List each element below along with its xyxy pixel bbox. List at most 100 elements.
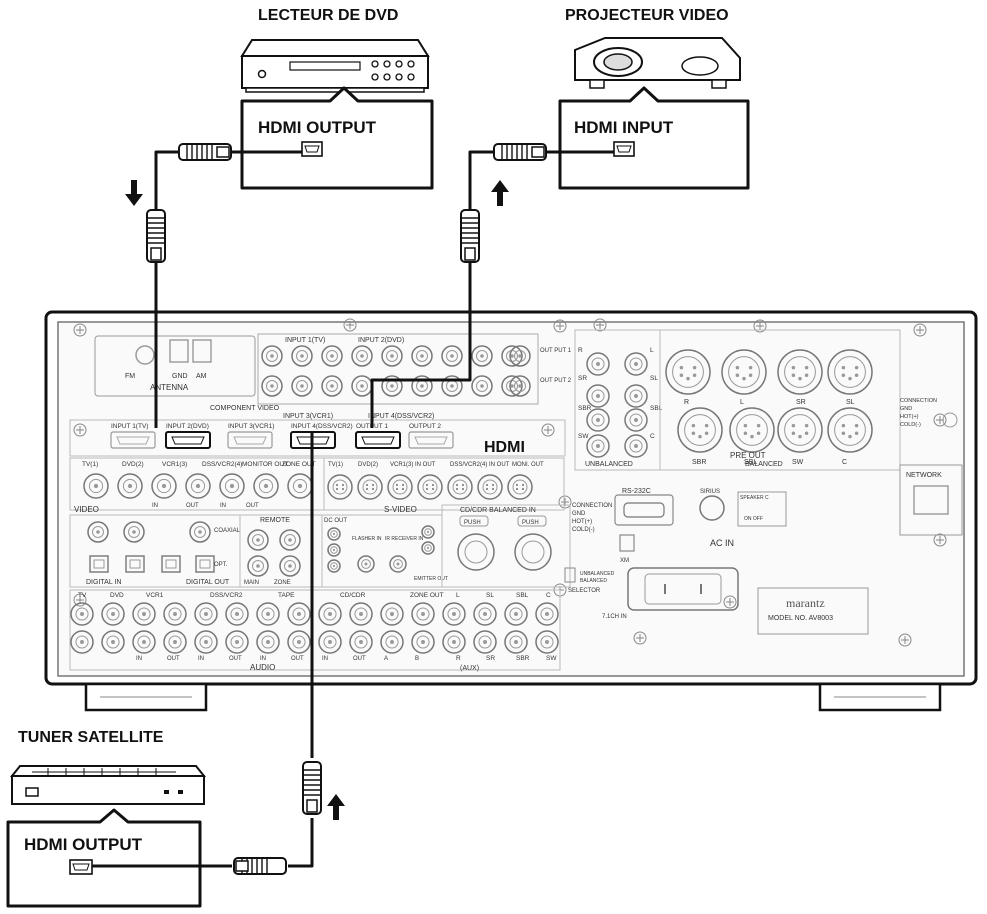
pre-out-label: PRE OUT <box>730 451 766 460</box>
signal-arrows <box>125 180 509 820</box>
antenna-label: ANTENNA <box>150 383 189 392</box>
screw-mark <box>898 633 912 647</box>
audio-io-label: OUT <box>353 656 366 662</box>
projector-connector-box <box>558 86 750 190</box>
selector-unbalanced: UNBALANCED <box>580 571 615 577</box>
xm-label: XM <box>620 558 629 564</box>
component-jack <box>321 375 343 397</box>
preout-rca-jack <box>586 434 610 458</box>
preout-rca-jack <box>624 434 648 458</box>
connection-gnd-mid: GND <box>572 511 586 517</box>
satellite-port-label: HDMI OUTPUT <box>24 835 143 854</box>
audio-jack <box>504 602 528 626</box>
projector-hdmi-socket <box>613 141 635 157</box>
svideo-jack <box>357 474 383 500</box>
svideo-port-label: DVD(2) <box>358 462 378 468</box>
audio-jack <box>504 630 528 654</box>
preout-unbal-label: SR <box>578 375 587 382</box>
component-jack <box>411 345 433 367</box>
antenna-am-label: AM <box>196 373 207 380</box>
audio-jack <box>163 630 187 654</box>
audio-jack <box>225 602 249 626</box>
hdmi-plugs <box>146 143 547 875</box>
preout-bal-label: SL <box>846 399 855 406</box>
video-port-label: MONITOR OUT <box>242 461 288 468</box>
component-jack <box>351 345 373 367</box>
speaker-c-label: SPEAKER C <box>740 495 769 501</box>
audio-jack <box>349 602 373 626</box>
audio-section-label: AUDIO <box>250 663 275 672</box>
on-off-label: ON OFF <box>744 516 763 522</box>
selector-label: SELECTOR <box>568 588 601 594</box>
preout-xlr-jack <box>721 349 767 395</box>
audio-jack <box>411 630 435 654</box>
aux-label: (AUX) <box>460 665 479 672</box>
coax-out-jack <box>189 521 211 543</box>
preout-rca-jack <box>624 408 648 432</box>
satellite-hdmi-socket <box>69 859 93 875</box>
audio-port-label: CD/CDR <box>340 592 366 599</box>
video-port-label: DVD(2) <box>122 461 144 468</box>
projector-port-label: HDMI INPUT <box>574 118 674 137</box>
video-jack <box>185 473 211 499</box>
audio-jack <box>101 602 125 626</box>
flasher-label: FLASHER IN <box>352 536 382 542</box>
ch71-bottom-label: SR <box>486 655 495 662</box>
rs232c-label: RS-232C <box>622 488 651 495</box>
audio-port-label: TAPE <box>278 592 295 599</box>
hdmi-port-label: OUTPUT 2 <box>409 423 441 430</box>
screw-mark <box>913 323 927 337</box>
video-port-label: DSS/VCR2(4) <box>202 461 242 468</box>
ch71-top-label: SBL <box>516 592 529 599</box>
coax-jack <box>87 521 109 543</box>
hdmi-plug <box>493 143 547 161</box>
arrow-down-dvd <box>125 180 143 206</box>
hdmi-port-label: INPUT 2(DVD) <box>166 423 209 430</box>
emitter-label: EMITTER OUT <box>414 576 448 582</box>
audio-jack <box>256 630 280 654</box>
preout-xlr-jack <box>827 349 873 395</box>
selector-balanced: BALANCED <box>580 578 607 584</box>
receiver-rear-panel: FM GND AM ANTENNA INPUT 1(TV) INPUT 2(DV… <box>44 310 978 712</box>
remote-zone-label: ZONE <box>274 580 291 586</box>
emitter-jack <box>421 541 435 555</box>
hdmi-plug <box>178 143 232 161</box>
component-out1-label: OUT PUT 1 <box>540 348 572 354</box>
ch71-top-label: L <box>456 592 460 599</box>
connection-hot-mid: HOT(+) <box>572 519 592 525</box>
audio-jack <box>473 602 497 626</box>
preout-rca-jack <box>586 384 610 408</box>
preout-rca-jack <box>624 352 648 376</box>
svideo-jack <box>477 474 503 500</box>
component-out2-label: OUT PUT 2 <box>540 378 572 384</box>
preout-unbalanced-label: UNBALANCED <box>585 461 633 468</box>
audio-jack <box>442 630 466 654</box>
audio-jack <box>132 630 156 654</box>
projector-title: PROJECTEUR VIDEO <box>565 7 729 24</box>
connection-gnd-right: GND <box>900 406 912 412</box>
preout-unbal-label: SL <box>650 375 658 382</box>
preout-rca-jack <box>624 384 648 408</box>
flasher-jack <box>357 555 375 573</box>
hdmi-group-label-vcr1: INPUT 3(VCR1) <box>283 413 333 420</box>
component-jack <box>321 345 343 367</box>
audio-jack <box>225 630 249 654</box>
audio-io-label: IN <box>198 656 204 662</box>
screw-mark <box>593 318 607 332</box>
preout-unbal-label: L <box>650 347 654 354</box>
screw-mark <box>753 319 767 333</box>
audio-jack <box>70 602 94 626</box>
screw-mark <box>343 318 357 332</box>
hdmi-plug <box>460 209 480 263</box>
preout-xlr-jack <box>777 407 823 453</box>
preout-bal-label: SBL <box>744 459 757 466</box>
component-out-jack <box>509 345 531 367</box>
arrow-up-satellite <box>327 794 345 820</box>
connection-title-mid: CONNECTION <box>572 503 612 509</box>
connection-title-right: CONNECTION <box>900 398 937 404</box>
hdmi-cables <box>92 150 614 868</box>
ch71-top-label: C <box>546 592 551 599</box>
ch71-bottom-label: SW <box>546 655 557 662</box>
audio-io-label: OUT <box>229 656 242 662</box>
audio-jack <box>70 630 94 654</box>
